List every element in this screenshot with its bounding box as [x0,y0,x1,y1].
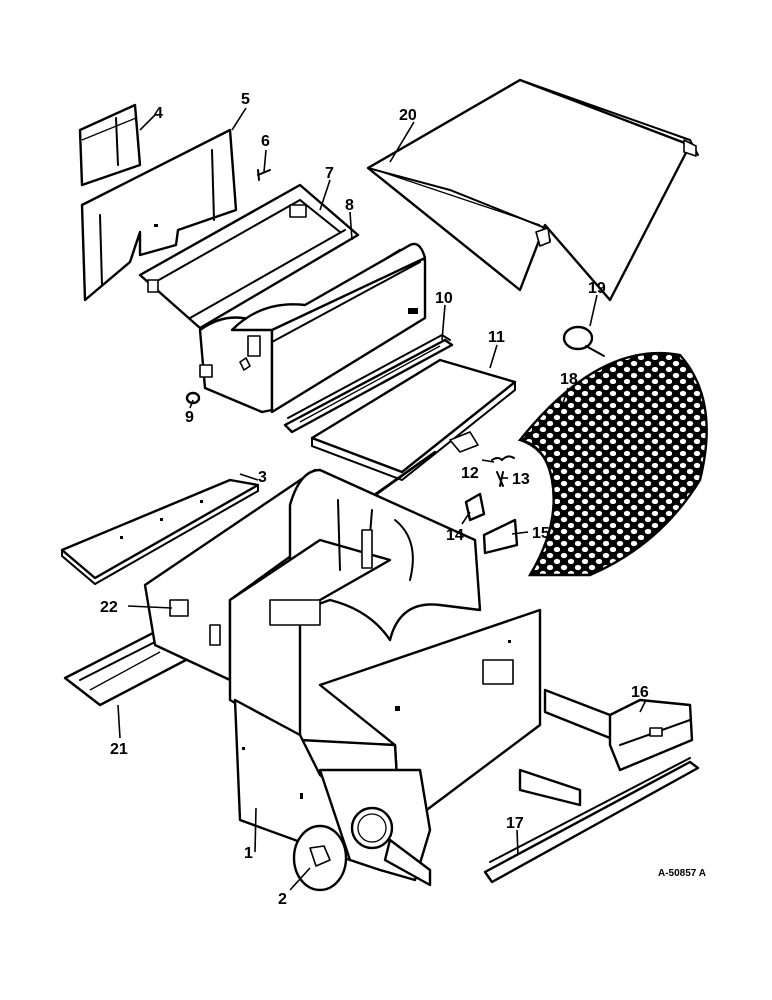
callout-19: 19 [588,280,606,297]
callout-5: 5 [241,91,250,108]
callout-20: 20 [399,107,417,124]
part-6-bolt [257,169,271,181]
part-11-lid [310,358,517,482]
part-5-large-panel [80,128,238,302]
part-16-side-rail [543,688,694,772]
part-8-hopper-frame [198,242,427,414]
part-15-bracket [482,518,519,555]
callout-6: 6 [261,133,270,150]
callout-15: 15 [532,525,550,542]
part-12-spring [491,455,515,462]
callout-labels: 1 2 3 4 5 6 7 8 9 10 11 12 13 14 15 16 1… [100,91,706,908]
part-1-main-housing [143,450,542,887]
callout-7: 7 [325,165,334,182]
callout-21: 21 [110,741,128,758]
callout-17: 17 [506,815,524,832]
part-14-latch [464,492,486,522]
callout-22: 22 [100,599,118,616]
part-19-ring [562,325,605,357]
part-2-round-plate [292,824,348,892]
callout-13: 13 [512,471,530,488]
part-20-cover [366,78,699,302]
callout-2: 2 [278,891,287,908]
callout-18: 18 [560,371,578,388]
callout-12: 12 [461,465,479,482]
callout-4: 4 [154,105,163,122]
callout-3: 3 [258,469,267,486]
callout-9: 9 [185,409,194,426]
callout-14: 14 [446,527,464,544]
callout-16: 16 [631,684,649,701]
part-17-angle-bar [483,757,700,884]
callout-leaders [117,107,647,891]
reference-code: A-50857 A [658,868,706,879]
callout-1: 1 [244,845,253,862]
part-7-tray [138,183,360,330]
part-18-perforated-screen [517,351,708,577]
part-4-small-plate [78,103,142,187]
callout-8: 8 [345,197,354,214]
callout-11: 11 [488,329,505,346]
callout-10: 10 [435,290,453,307]
part-3-floor-plate [60,478,260,586]
part-13-clip [496,471,504,487]
part-9-knob [185,391,201,405]
